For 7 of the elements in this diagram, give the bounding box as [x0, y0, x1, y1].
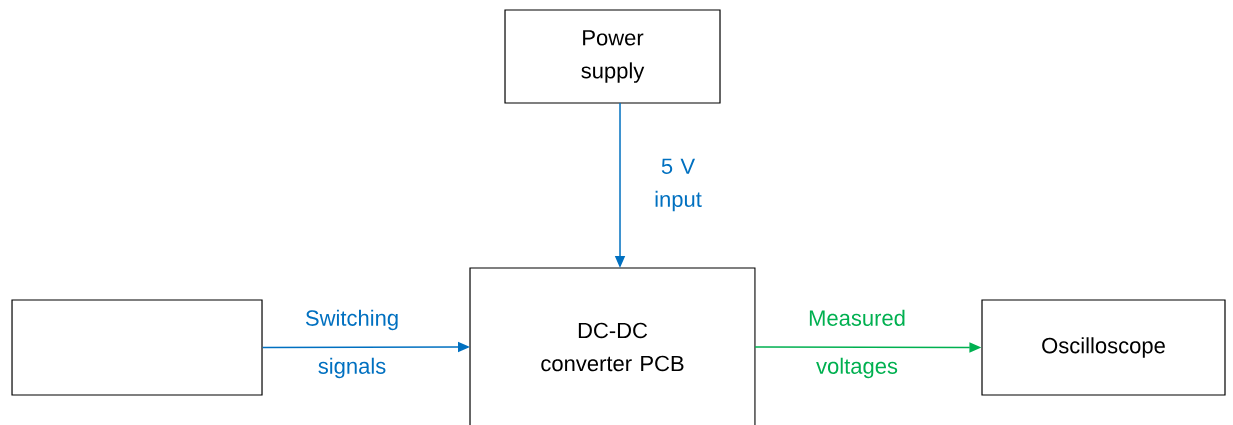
process-box: Power supply — [504, 9, 721, 104]
process-box — [11, 299, 263, 396]
edge-label: Measured voltages — [809, 309, 905, 379]
edge-label: 5 V input — [655, 158, 702, 212]
process-box: Oscilloscope — [981, 299, 1226, 396]
process-box: DC-DC converter PCB — [469, 267, 756, 425]
edge-label: Switching signals — [305, 309, 398, 379]
